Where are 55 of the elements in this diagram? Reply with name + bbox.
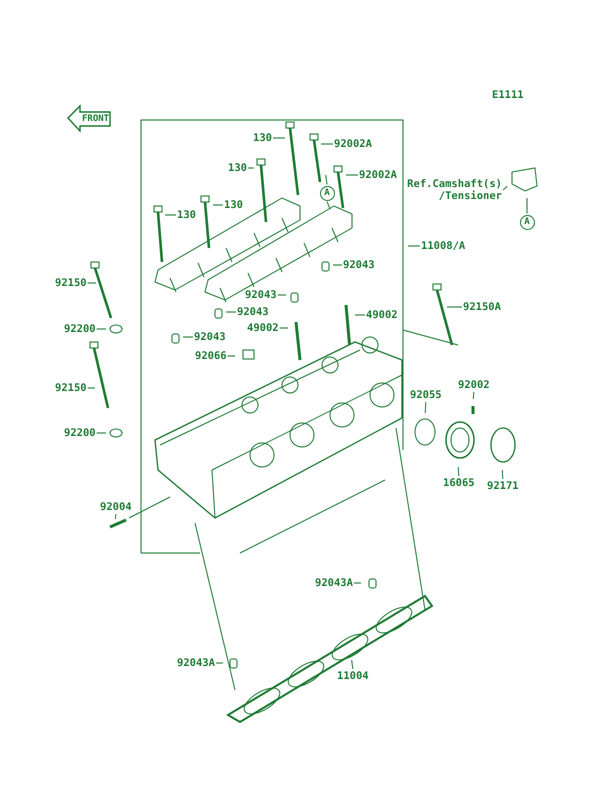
leader-line xyxy=(212,204,224,206)
part-number: 11004 xyxy=(337,670,369,682)
part-number: 16065 xyxy=(443,477,475,489)
leader-line xyxy=(446,306,462,308)
leader-line xyxy=(502,470,504,480)
leader-line xyxy=(164,214,176,216)
part-number: 92043 xyxy=(343,259,375,271)
leader-line xyxy=(354,314,366,316)
part-number: 11008/A xyxy=(421,240,466,252)
leader-line xyxy=(182,336,194,338)
leader-line xyxy=(325,174,328,185)
leader-line xyxy=(353,582,362,584)
part-number: 130 xyxy=(224,199,243,211)
part-number: 92002A xyxy=(334,138,372,150)
part-number: 92171 xyxy=(487,480,519,492)
part-number: 92002 xyxy=(458,379,490,391)
drawing-code: E1111 xyxy=(492,89,524,101)
part-number: 130 xyxy=(177,209,196,221)
leader-line xyxy=(458,466,460,476)
reference-note: Ref.Camshaft(s) /Tensioner xyxy=(398,178,502,202)
reference-circle: A xyxy=(520,214,534,230)
leader-line xyxy=(326,201,331,210)
part-number: 92043A xyxy=(315,577,353,589)
part-number: 92043 xyxy=(194,331,226,343)
direction-label: FRONT xyxy=(82,113,110,125)
part-number: 130 xyxy=(228,162,247,174)
part-number: 92043A xyxy=(177,657,215,669)
leader-line xyxy=(502,186,508,190)
part-number: 92043 xyxy=(245,289,277,301)
reference-circle: A xyxy=(320,186,334,200)
part-number: 92150 xyxy=(55,277,87,289)
part-number: 49002 xyxy=(366,309,398,321)
part-number: 92150 xyxy=(55,382,87,394)
part-number: 130 xyxy=(253,132,272,144)
part-number: 92066 xyxy=(195,350,227,362)
part-number: 92002A xyxy=(359,169,397,181)
leader-line xyxy=(215,662,224,664)
leader-line xyxy=(87,282,96,284)
part-number: 92150A xyxy=(463,301,501,313)
leader-line xyxy=(346,174,358,176)
part-number: 49002 xyxy=(247,322,279,334)
leader-line xyxy=(96,328,106,330)
leader-line xyxy=(472,392,474,400)
leader-line xyxy=(96,432,106,434)
leader-line xyxy=(351,659,354,670)
leader-line xyxy=(424,402,426,414)
leader-line xyxy=(332,264,342,266)
part-number: 92200 xyxy=(64,427,96,439)
leader-line xyxy=(526,198,528,214)
part-number: 92043 xyxy=(237,306,269,318)
part-number: 92200 xyxy=(64,323,96,335)
leader-line xyxy=(114,514,116,520)
leader-line xyxy=(277,294,286,296)
part-number: 92055 xyxy=(410,389,442,401)
part-number: 92004 xyxy=(100,501,132,513)
